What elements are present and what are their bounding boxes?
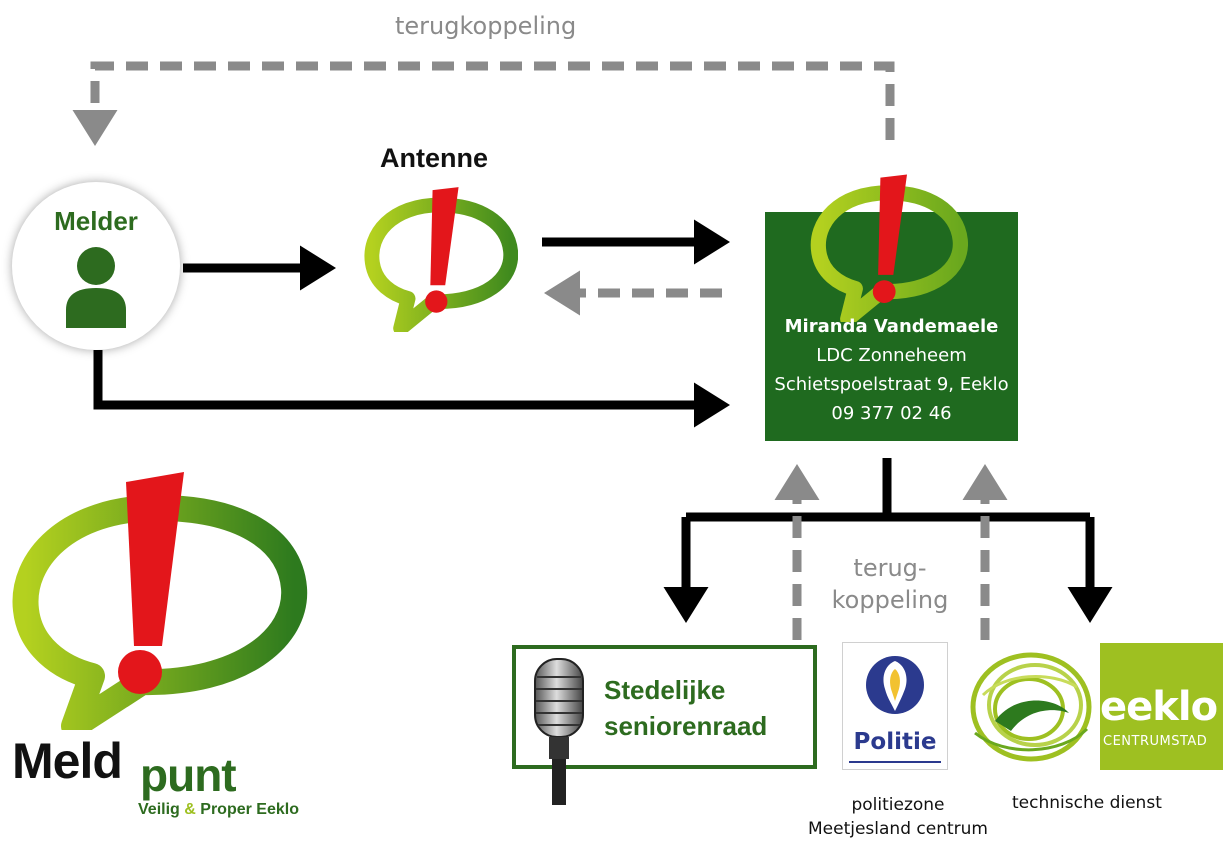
microphone-icon (534, 658, 584, 805)
politie-logo-text: Politie (853, 729, 937, 755)
alert-speech-bubble-icon (364, 187, 518, 332)
logo-tagline-amp: & (184, 801, 196, 818)
seniorenraad-line1: Stedelijke (604, 675, 726, 705)
antenne-label: Antenne (380, 143, 488, 173)
logo-tagline: Veilig & Proper Eeklo (138, 801, 299, 819)
meldpunt-logo-icon (12, 472, 308, 730)
logo-tagline-proper: Proper Eeklo (200, 801, 299, 818)
logo-punt-text: punt (140, 749, 237, 801)
logo-meld-text: Meld (12, 733, 123, 789)
contact-address: Schietspoelstraat 9, Eeklo (774, 374, 1009, 395)
seniorenraad-label: Stedelijke seniorenraad (604, 672, 767, 744)
feedback-mid-line2: koppeling (831, 586, 949, 614)
seniorenraad-line2: seniorenraad (604, 711, 768, 741)
logo-tagline-veilig: Veilig (138, 801, 180, 818)
eeklo-logo-sub: CENTRUMSTAD (1103, 734, 1208, 749)
technische-dienst-caption: technische dienst (1012, 793, 1162, 813)
alert-speech-bubble-icon (810, 174, 968, 322)
politie-caption-line1: politiezone (851, 795, 945, 815)
feedback-mid-line1: terug- (853, 554, 927, 582)
feedback-top-label: terugkoppeling (395, 12, 577, 40)
politie-caption: politiezone Meetjesland centrum (800, 793, 996, 841)
eeklo-logo (965, 643, 1223, 770)
politie-underline (849, 761, 941, 763)
contact-org: LDC Zonneheem (816, 345, 967, 366)
contact-details: Miranda Vandemaele LDC Zonneheem Schiets… (765, 312, 1018, 428)
melder-label: Melder (54, 206, 138, 236)
person-icon (66, 247, 126, 328)
contact-phone: 09 377 02 46 (831, 403, 952, 424)
contact-name: Miranda Vandemaele (784, 316, 999, 337)
eeklo-swirl-icon (965, 643, 1100, 770)
politie-logo: Politie (842, 642, 948, 770)
feedback-top-arrow (72, 61, 895, 146)
melder-node: Melder (12, 182, 180, 350)
politie-caption-line2: Meetjesland centrum (808, 819, 988, 839)
politie-emblem-icon (866, 656, 924, 714)
eeklo-logo-word: eeklo (1100, 684, 1218, 730)
feedback-mid-label: terug- koppeling (820, 552, 960, 616)
melder-to-center-arrow (93, 350, 730, 428)
